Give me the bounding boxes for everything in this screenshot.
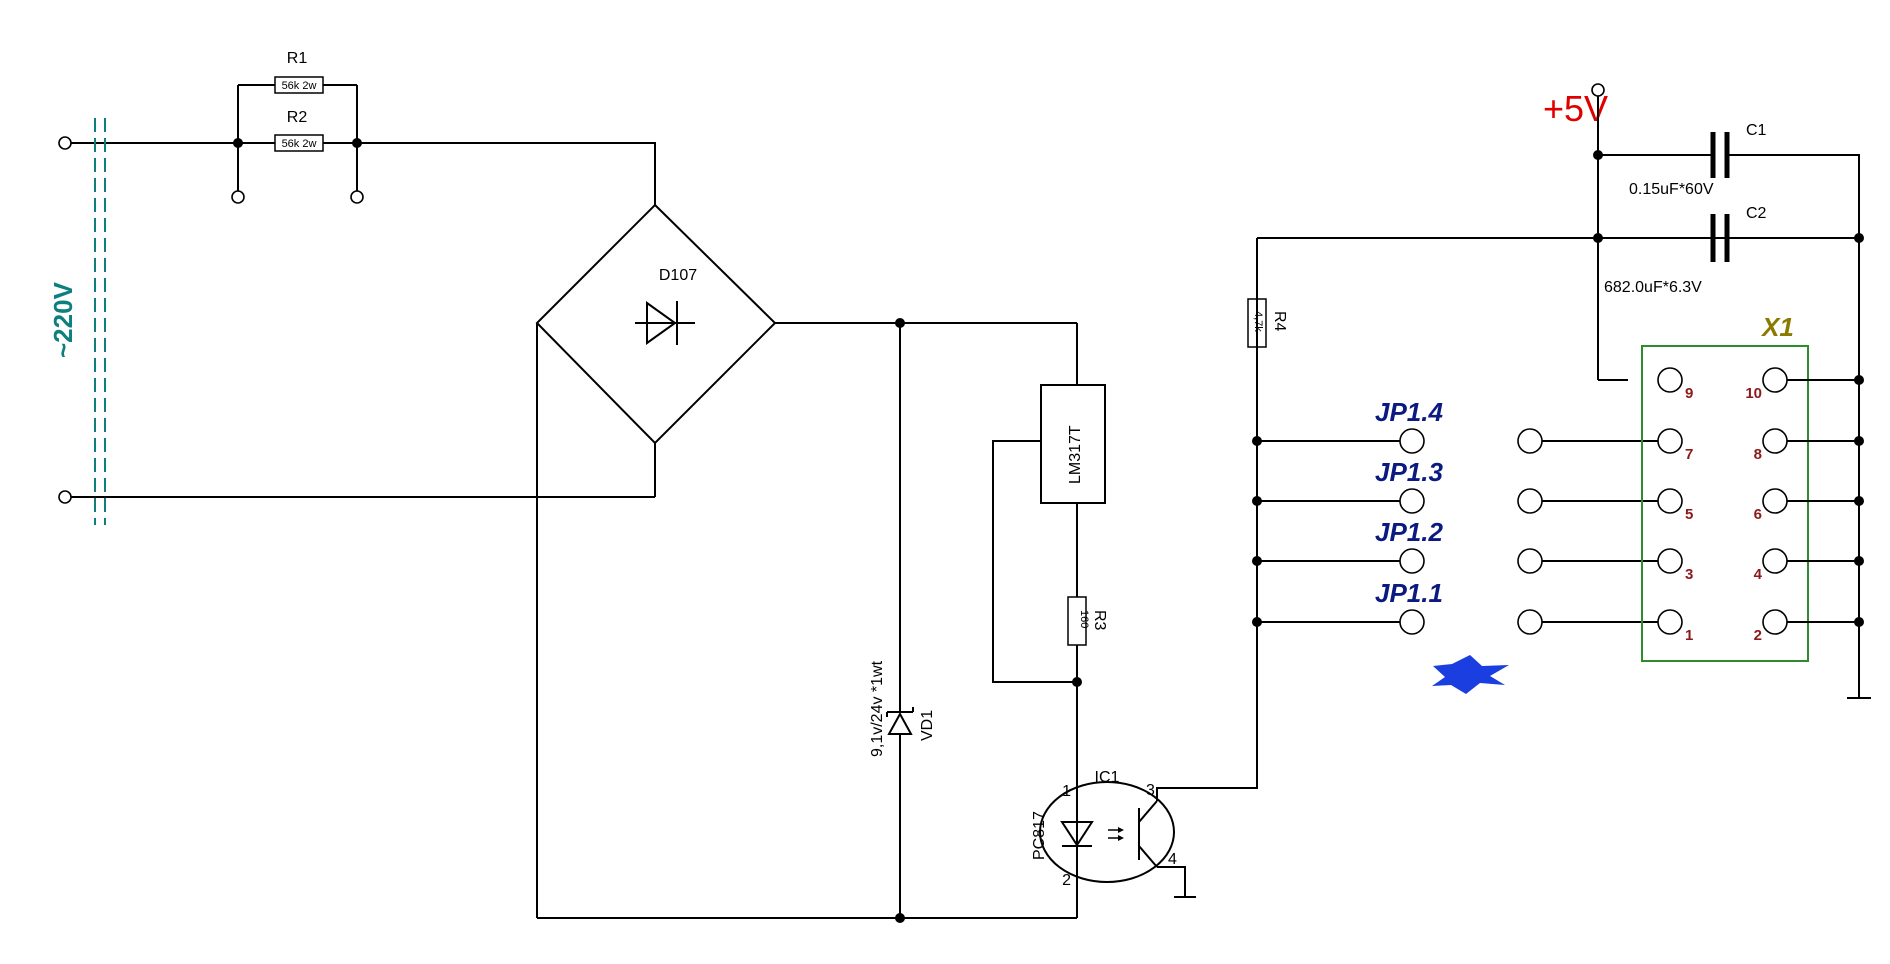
connector-right-pins: 10 8 6 4 2 — [1745, 367, 1859, 644]
opto-part: PC817 — [1031, 811, 1048, 860]
opto-label: IC1 — [1095, 769, 1120, 786]
opto-pin-1: 1 — [1062, 783, 1071, 800]
resistor-r2: 56k 2w R2 — [238, 109, 357, 152]
signal-bus — [1252, 347, 1262, 627]
resistor-r1: 56k 2w R1 — [238, 50, 357, 94]
zener-label: VD1 — [919, 710, 936, 741]
jumper-jp1-4[interactable]: JP1.4 — [1257, 397, 1658, 454]
pin-label: 4 — [1754, 566, 1763, 583]
pin-label: 7 — [1685, 446, 1693, 463]
ground-rail — [1847, 233, 1871, 699]
r3-label: R3 — [1091, 610, 1108, 631]
resistor-r3: 160 R3 — [1067, 596, 1108, 800]
jumper-label: JP1.3 — [1375, 457, 1443, 487]
c2-value: 682.0uF*6.3V — [1604, 279, 1702, 296]
zener-vd1: 9,1v/24v *1wt VD1 — [537, 318, 1077, 923]
mains-label: ~220V — [48, 281, 78, 358]
jumper-label: JP1.1 — [1375, 578, 1443, 608]
connector-label: X1 — [1760, 312, 1794, 342]
pin-label: 10 — [1745, 385, 1762, 402]
r1-label: R1 — [287, 50, 308, 67]
opto-pin-2: 2 — [1062, 872, 1071, 889]
pin-label: 9 — [1685, 385, 1693, 402]
capacitor-c1: C1 0.15uF*60V — [1598, 122, 1860, 238]
resistor-r4: 4,7k R4 — [1247, 237, 1859, 348]
bridge-label: D107 — [659, 267, 697, 284]
capacitor-c2: C2 682.0uF*6.3V — [1598, 205, 1767, 296]
c1-label: C1 — [1746, 122, 1767, 139]
star-marker-icon — [1432, 655, 1509, 694]
optocoupler-ic1: 1 2 3 4 IC1 PC817 — [1031, 238, 1258, 918]
pin-label: 8 — [1754, 446, 1762, 463]
diode-bridge: D107 — [535, 203, 1077, 918]
connector-left-pins: 9 7 5 3 1 — [1657, 367, 1693, 644]
r4-label: R4 — [1271, 311, 1288, 332]
pin-label: 5 — [1685, 506, 1693, 523]
opto-pin-4: 4 — [1168, 851, 1177, 868]
c2-label: C2 — [1746, 205, 1767, 222]
c1-value: 0.15uF*60V — [1629, 181, 1714, 198]
supply-5v: +5V — [1543, 83, 1628, 381]
jumper-jp1-2[interactable]: JP1.2 — [1257, 517, 1658, 574]
jumper-jp1-1[interactable]: JP1.1 — [1257, 578, 1658, 635]
mains-input: ~220V — [48, 118, 655, 525]
zener-value: 9,1v/24v *1wt — [869, 660, 886, 757]
r3-value: 160 — [1078, 610, 1090, 628]
jumper-label: JP1.2 — [1375, 517, 1443, 547]
pin-label: 6 — [1754, 506, 1762, 523]
r4-value: 4,7k — [1252, 311, 1264, 332]
pin-label: 3 — [1685, 566, 1693, 583]
opto-pin-3: 3 — [1146, 782, 1155, 799]
r2-label: R2 — [287, 109, 308, 126]
pin-label: 1 — [1685, 627, 1693, 644]
r1-r2-wiring — [231, 85, 656, 205]
regulator-label: LM317T — [1067, 425, 1084, 484]
r1-value: 56k 2w — [282, 80, 317, 92]
jumper-label: JP1.4 — [1375, 397, 1443, 427]
connector-x1: X1 9 7 5 3 1 10 8 6 4 — [1641, 312, 1859, 662]
regulator-lm317: LM317T — [992, 323, 1106, 683]
pin-label: 2 — [1754, 627, 1762, 644]
r2-value: 56k 2w — [282, 138, 317, 150]
jumper-jp1-3[interactable]: JP1.3 — [1257, 457, 1658, 514]
